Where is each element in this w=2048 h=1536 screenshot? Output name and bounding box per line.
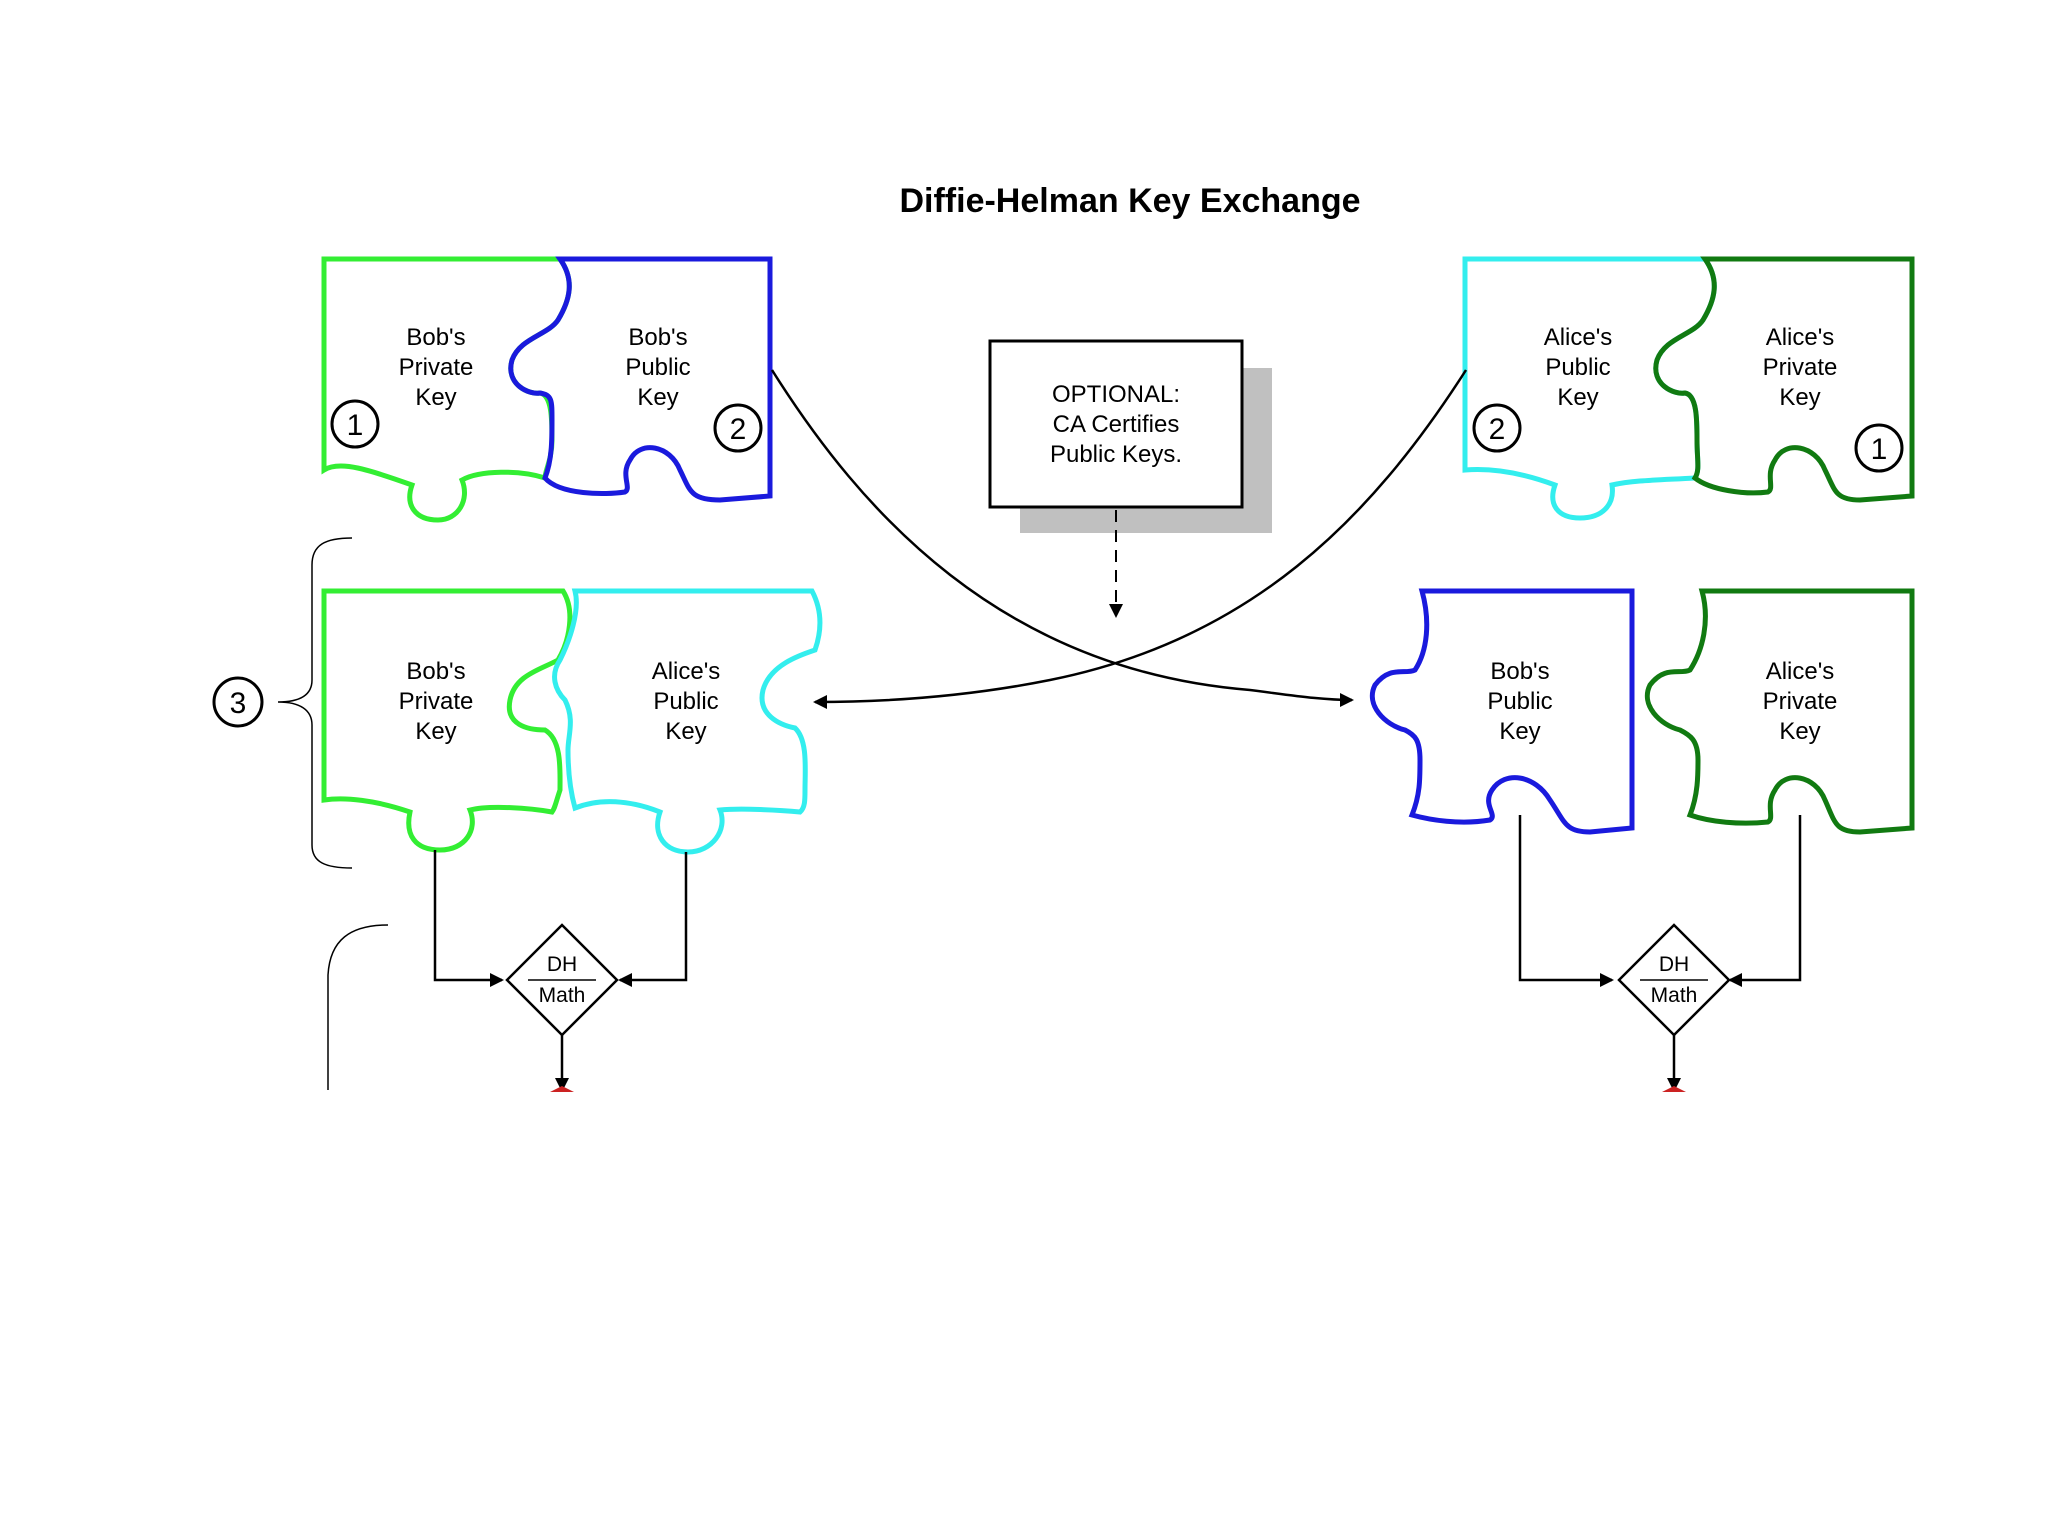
alice-public-key-label-top: Alice's Public Key (1544, 324, 1613, 411)
output-marker-right (1662, 1086, 1686, 1092)
dh-math-right: DH Math (1518, 815, 1802, 1092)
svg-text:Key: Key (637, 384, 678, 411)
alice-public-key-label-mid-left: Alice's Public Key (652, 658, 721, 745)
svg-text:Public: Public (1487, 688, 1552, 715)
svg-text:Key: Key (1779, 718, 1820, 745)
output-marker-left (550, 1086, 574, 1092)
svg-text:Alice's: Alice's (1766, 658, 1835, 685)
step-1-marker-alice: 1 (1854, 423, 1904, 473)
svg-text:CA Certifies: CA Certifies (1053, 411, 1180, 438)
svg-text:Key: Key (1779, 384, 1820, 411)
bob-public-key-label-mid-right: Bob's Public Key (1487, 658, 1552, 745)
bob-public-key-piece-top (508, 256, 773, 503)
svg-text:Bob's: Bob's (628, 324, 687, 351)
connector-alice-private-to-dh (1728, 815, 1802, 987)
ca-box-frame (988, 339, 1244, 509)
alice-public-key-piece-mid-left (552, 588, 823, 855)
connector-alice-public-to-dh (618, 852, 688, 987)
svg-text:DH: DH (547, 953, 577, 976)
bob-private-key-piece-mid (321, 588, 573, 853)
svg-text:Bob's: Bob's (406, 324, 465, 351)
alice-private-key-piece-top (1653, 256, 1915, 503)
svg-text:3: 3 (230, 687, 247, 720)
svg-text:Key: Key (415, 384, 456, 411)
alice-key-pair-mid: Bob's Public Key Alice's Private Key (1369, 588, 1915, 835)
dh-math-left: DH Math (433, 850, 688, 1092)
svg-text:1: 1 (1871, 433, 1888, 466)
bob-public-key-label-top: Bob's Public Key (625, 324, 690, 411)
bob-key-pair-mid: Bob's Private Key Alice's Public Key (321, 588, 823, 855)
alice-public-key-transfer-arrow (813, 369, 1468, 709)
step-1-marker-bob: 1 (330, 399, 380, 449)
svg-text:Public: Public (625, 354, 690, 381)
svg-text:Alice's: Alice's (652, 658, 721, 685)
bob-private-key-label-top: Bob's Private Key (399, 324, 474, 411)
svg-text:Key: Key (1499, 718, 1540, 745)
bob-private-key-label-mid: Bob's Private Key (399, 658, 474, 745)
ca-certifies-box: OPTIONAL: CA Certifies Public Keys. (988, 339, 1272, 533)
svg-text:1: 1 (347, 409, 364, 442)
svg-text:Private: Private (1763, 688, 1838, 715)
svg-text:OPTIONAL:: OPTIONAL: (1052, 381, 1180, 408)
step-2-marker-bob: 2 (713, 403, 763, 453)
svg-text:2: 2 (730, 413, 747, 446)
connector-bob-private-to-dh (433, 850, 504, 987)
connector-bob-public-to-dh (1518, 815, 1614, 987)
bob-public-key-piece-mid-right (1369, 588, 1635, 835)
svg-text:Key: Key (665, 718, 706, 745)
alice-private-key-piece-mid (1644, 588, 1915, 835)
svg-text:Private: Private (399, 688, 474, 715)
svg-text:2: 2 (1489, 413, 1506, 446)
svg-text:Private: Private (399, 354, 474, 381)
svg-text:Public Keys.: Public Keys. (1050, 441, 1182, 468)
diagram-title: Diffie-Helman Key Exchange (899, 182, 1360, 220)
bob-key-pair-top: Bob's Private Key Bob's Public Key 1 2 (321, 256, 773, 523)
svg-text:Public: Public (653, 688, 718, 715)
svg-text:Bob's: Bob's (406, 658, 465, 685)
svg-text:Key: Key (415, 718, 456, 745)
svg-text:Key: Key (1557, 384, 1598, 411)
svg-text:Math: Math (539, 984, 586, 1007)
svg-text:Private: Private (1763, 354, 1838, 381)
alice-private-key-label-top: Alice's Private Key (1763, 324, 1838, 411)
step-3-brace (277, 537, 353, 869)
alice-private-key-label-mid: Alice's Private Key (1763, 658, 1838, 745)
step-2-marker-alice: 2 (1472, 403, 1522, 453)
svg-text:Alice's: Alice's (1544, 324, 1613, 351)
svg-text:Bob's: Bob's (1490, 658, 1549, 685)
bob-public-key-transfer-arrow (770, 369, 1354, 707)
svg-text:Alice's: Alice's (1766, 324, 1835, 351)
svg-text:Math: Math (1651, 984, 1698, 1007)
step-3-marker: 3 (212, 676, 264, 728)
svg-text:Public: Public (1545, 354, 1610, 381)
svg-text:DH: DH (1659, 953, 1689, 976)
alice-key-pair-top: Alice's Public Key Alice's Private Key 2… (1462, 256, 1915, 521)
lower-brace-fragment (327, 924, 389, 1090)
